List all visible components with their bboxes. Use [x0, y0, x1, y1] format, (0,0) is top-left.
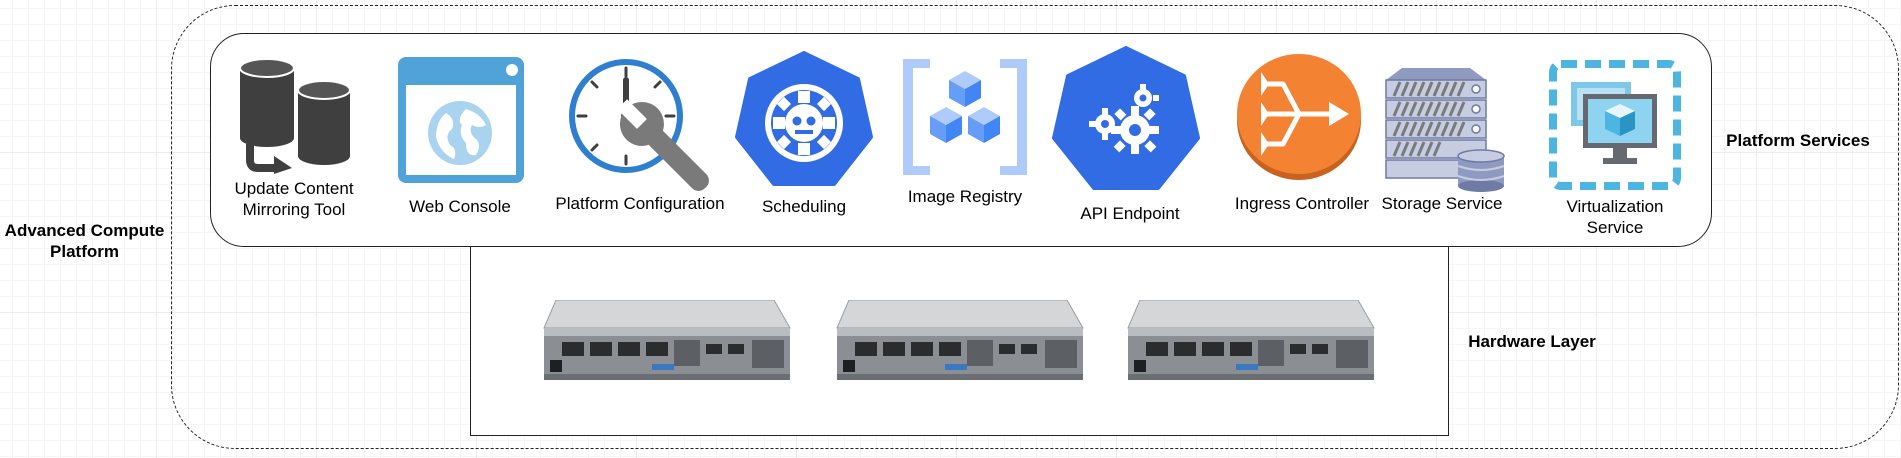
storage-server-icon [1385, 68, 1505, 192]
database-sync-icon [239, 58, 351, 174]
platform-services-label: Platform Services [1726, 131, 1870, 150]
kubernetes-scheduler-icon [735, 51, 873, 186]
service-label-api-endpoint: API Endpoint [1080, 204, 1180, 223]
platform-boundary [171, 5, 1899, 449]
service-label-web-console: Web Console [409, 197, 511, 216]
service-label-ingress-controller: Ingress Controller [1234, 194, 1370, 213]
service-label-storage-service: Storage Service [1381, 194, 1503, 213]
ingress-router-icon [1237, 54, 1361, 180]
browser-globe-icon [398, 57, 524, 183]
server-node-icon [836, 300, 1084, 380]
kubernetes-api-icon [1052, 46, 1200, 190]
virtual-machine-icon [1549, 60, 1681, 190]
service-label-scheduling: Scheduling [761, 197, 847, 216]
platform-title: Advanced Compute Platform [4, 221, 165, 261]
server-node-icon [1127, 300, 1375, 380]
service-label-image-registry: Image Registry [907, 187, 1023, 206]
service-label-platform-configuration: Platform Configuration [555, 194, 725, 213]
hardware-layer-label: Hardware Layer [1468, 332, 1596, 351]
service-label-virtualization: Virtualization Service [1566, 197, 1664, 237]
container-registry-icon [903, 59, 1027, 175]
server-node-icon [543, 300, 791, 380]
clock-wrench-icon [569, 59, 709, 191]
service-label-update-content: Update Content Mirroring Tool [234, 179, 354, 219]
